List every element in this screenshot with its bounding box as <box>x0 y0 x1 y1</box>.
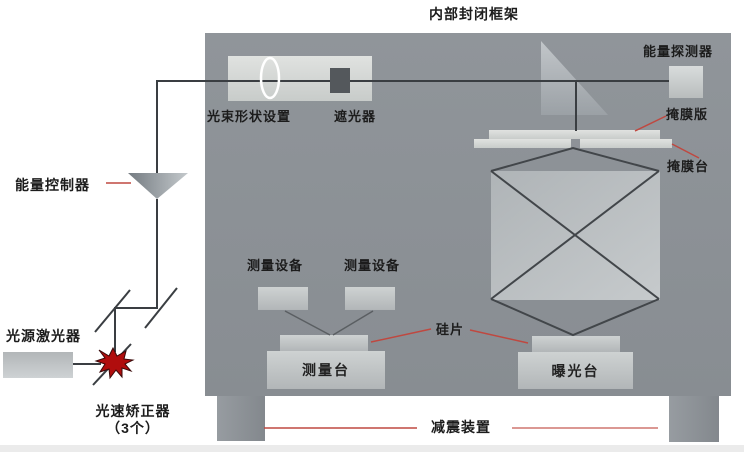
frame-leg-left <box>217 396 265 441</box>
measure-stage-box <box>267 351 385 389</box>
page-footer-band <box>0 445 744 452</box>
beam-shaper-housing <box>228 56 372 101</box>
energy-detector-box <box>669 66 703 98</box>
frame-leg-right <box>669 396 719 442</box>
label-measure-stage: 测量台 <box>302 362 350 378</box>
label-beam-corrector: 光速矫正器 <box>95 403 171 419</box>
label-measure-device-left: 测量设备 <box>247 258 304 273</box>
label-laser-source: 光源激光器 <box>6 328 81 344</box>
label-measure-device-right: 测量设备 <box>344 258 401 273</box>
measure-device-box-right <box>345 287 395 310</box>
label-beam-corrector-count: （3个） <box>106 420 160 436</box>
label-energy-detector: 能量探测器 <box>643 44 714 59</box>
lens-cone-lines <box>490 146 660 337</box>
diagram-title: 内部封闭框架 <box>429 6 519 22</box>
wafer-chuck-measure <box>280 335 368 351</box>
label-shutter: 遮光器 <box>334 109 377 124</box>
measure-sight-lines <box>284 310 374 336</box>
label-energy-controller: 能量控制器 <box>15 177 90 193</box>
energy-controller-funnel-icon <box>128 173 188 199</box>
beam-corrector-burst-icon <box>94 346 135 380</box>
annotation-leader-lines <box>106 115 700 429</box>
label-mask-plate: 掩膜版 <box>666 107 709 122</box>
mask-stage-bar-left <box>474 139 571 148</box>
prism-triangle-icon <box>541 41 608 115</box>
label-mask-stage: 掩膜台 <box>667 159 710 174</box>
measure-device-box-left <box>258 287 308 310</box>
wafer-chuck-exposure <box>532 336 620 352</box>
beam-path-lines <box>73 80 669 386</box>
label-damper: 减震装置 <box>431 419 491 435</box>
lens-ellipse-icon <box>259 56 281 100</box>
label-wafer: 硅片 <box>436 322 465 337</box>
laser-source-box <box>3 352 73 378</box>
exposure-stage-box <box>518 352 633 389</box>
label-exposure-stage: 曝光台 <box>551 362 600 379</box>
label-beam-shaper: 光束形状设置 <box>207 109 292 124</box>
shutter-block-icon <box>330 68 350 93</box>
mask-stage-bar-right <box>580 139 672 148</box>
mask-plate-bar <box>489 130 660 139</box>
